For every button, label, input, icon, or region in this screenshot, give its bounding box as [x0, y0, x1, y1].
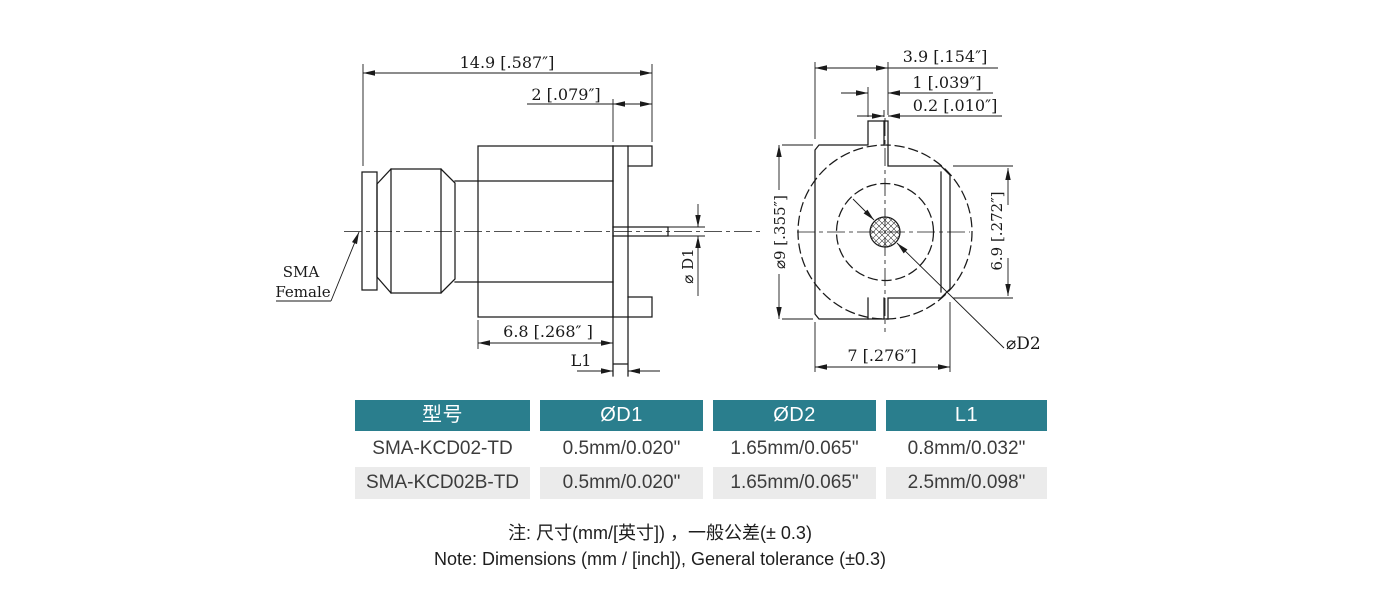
top-leg	[612, 145, 653, 167]
dim-pin-diameter-d1-label: ⌀ D1	[679, 248, 697, 283]
dim-leg-thickness-label: 0.2 [.010″]	[913, 96, 998, 115]
table-cell: 1.65mm/0.065"	[713, 433, 876, 465]
sma-label-line2: Female	[275, 283, 330, 301]
dim-body-diameter-label: ⌀9 [.355″]	[771, 195, 789, 269]
dim-body-length-label: 6.8 [.268″ ]	[503, 322, 593, 341]
bottom-leg	[612, 296, 653, 318]
sma-label-line1: SMA	[283, 263, 320, 281]
dim-flange-height-label: 6.9 [.272″]	[988, 191, 1006, 270]
dim-flange-offset-label: 2 [.079″]	[531, 85, 600, 104]
table-cell: 0.5mm/0.020"	[540, 433, 703, 465]
dim-overall-length-label: 14.9 [.587″]	[460, 53, 555, 72]
note-line-en: Note: Dimensions (mm / [inch]), General …	[433, 549, 887, 569]
d2-leader-upper	[852, 198, 875, 221]
header-cell-model: 型号	[355, 400, 530, 431]
note-line-zh: 注: 尺寸(mm/[英寸]) ，一般公差(± 0.3)	[508, 523, 812, 543]
table-cell: 1.65mm/0.065"	[713, 467, 876, 499]
dim-leg-width-label: 1 [.039″]	[912, 73, 981, 92]
dim-leg-length-label: L1	[571, 351, 592, 370]
table-cell: 0.8mm/0.032"	[886, 433, 1047, 465]
front-view: 3.9 [.154″] 1 [.039″] 0.2 [.010″] ⌀9 [.3…	[771, 47, 1041, 372]
side-view: 14.9 [.587″] 2 [.079″] 6.8 [.268″ ] L1 ⌀…	[275, 53, 762, 377]
table-cell: SMA-KCD02-TD	[355, 433, 530, 465]
dim-depth-label: 3.9 [.154″]	[903, 47, 988, 66]
dim-flange-width-label: 7 [.276″]	[847, 346, 916, 365]
hex-nut	[376, 168, 456, 294]
table-cell: 2.5mm/0.098"	[886, 467, 1047, 499]
crosshair-centerlines	[797, 118, 970, 332]
engineering-drawing: 14.9 [.587″] 2 [.079″] 6.8 [.268″ ] L1 ⌀…	[275, 47, 1041, 377]
header-cell-l1: L1	[886, 400, 1047, 431]
sma-leader-arrow	[330, 231, 360, 302]
header-cell-d2: ØD2	[713, 400, 876, 431]
coupling-face	[361, 171, 378, 291]
notes-block: 注: 尺寸(mm/[英寸]) ，一般公差(± 0.3) Note: Dimens…	[0, 520, 1320, 572]
table-cell: SMA-KCD02B-TD	[355, 467, 530, 499]
d2-leader-lower	[896, 242, 1005, 349]
dim-pin-diameter-d2-label: ⌀D2	[1006, 334, 1041, 354]
flange-plate	[612, 145, 629, 377]
header-cell-d1: ØD1	[540, 400, 703, 431]
table-cell: 0.5mm/0.020"	[540, 467, 703, 499]
spec-table: 型号 ØD1 ØD2 L1 SMA-KCD02-TD 0.5mm/0.020" …	[355, 400, 1047, 499]
